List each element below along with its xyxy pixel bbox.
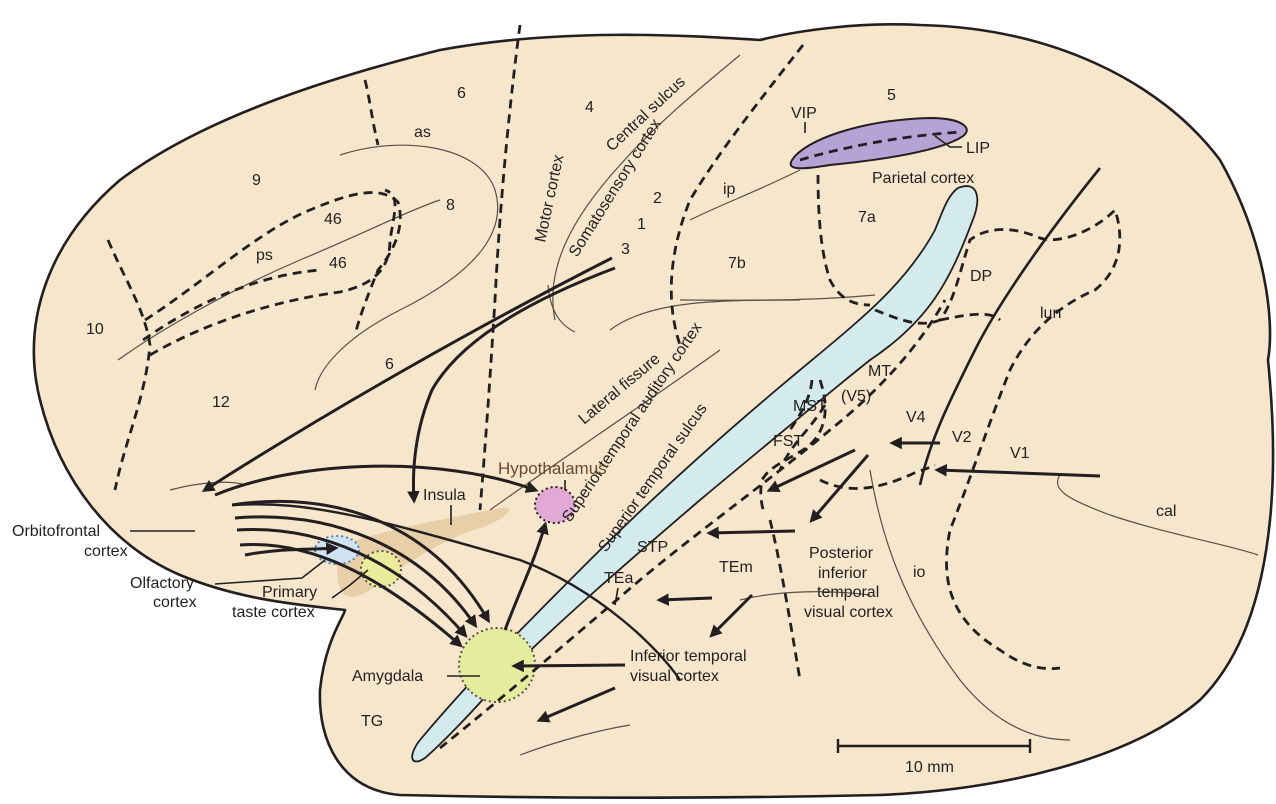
label-area-46-bottom: 46 (329, 255, 347, 272)
label-posterior-3: temporal (817, 584, 879, 601)
label-io: io (913, 564, 926, 581)
label-posterior-2: inferior (818, 565, 868, 582)
label-tea: TEa (604, 570, 633, 587)
label-area-46-top: 46 (324, 211, 342, 228)
label-tem: TEm (719, 559, 753, 576)
label-ps: ps (256, 247, 273, 264)
label-olfactory-2: cortex (153, 594, 197, 611)
label-vip: VIP (791, 105, 817, 122)
label-primary-taste-1: Primary (262, 584, 317, 601)
label-area-5: 5 (887, 87, 896, 104)
label-inferior-temporal-1: Inferior temporal (630, 648, 747, 665)
label-posterior-4: visual cortex (804, 604, 893, 621)
label-amygdala: Amygdala (352, 668, 423, 685)
label-as: as (414, 124, 431, 141)
label-parietal-cortex: Parietal cortex (872, 170, 974, 187)
label-stp: STP (637, 539, 668, 556)
label-orbitofrontal-1: Orbitofrontal (12, 523, 100, 540)
label-tg: TG (361, 713, 383, 730)
label-area-4: 4 (585, 99, 594, 116)
label-primary-taste-2: taste cortex (232, 604, 315, 621)
label-v5: (V5) (841, 388, 871, 405)
label-ip: ip (723, 181, 736, 198)
label-lip: LIP (966, 140, 990, 157)
label-area-9: 9 (252, 172, 261, 189)
label-v4: V4 (906, 409, 926, 426)
label-v2: V2 (952, 429, 972, 446)
label-area-1: 1 (637, 216, 646, 233)
label-area-6-top: 6 (457, 85, 466, 102)
label-area-10: 10 (86, 321, 104, 338)
label-area-8: 8 (446, 197, 455, 214)
label-inferior-temporal-2: visual cortex (630, 668, 719, 685)
label-area-12: 12 (212, 394, 230, 411)
label-mst: MST (793, 398, 827, 415)
label-fst: FST (773, 433, 803, 450)
label-v1: V1 (1010, 445, 1030, 462)
label-area-3: 3 (621, 241, 630, 258)
label-area-7a: 7a (858, 209, 876, 226)
label-olfactory-1: Olfactory (130, 575, 194, 592)
label-cal: cal (1156, 503, 1176, 520)
label-area-6-bottom: 6 (385, 356, 394, 373)
label-insula: Insula (423, 487, 466, 504)
label-dp: DP (970, 268, 992, 285)
label-area-2: 2 (653, 190, 662, 207)
label-posterior-1: Posterior (809, 545, 874, 562)
scale-bar-label: 10 mm (905, 759, 954, 776)
label-lun: lun (1040, 305, 1061, 322)
label-hypothalamus: Hypothalamus (498, 459, 607, 478)
label-orbitofrontal-2: cortex (84, 543, 128, 560)
label-mt: MT (868, 363, 891, 380)
label-area-7b: 7b (728, 255, 746, 272)
